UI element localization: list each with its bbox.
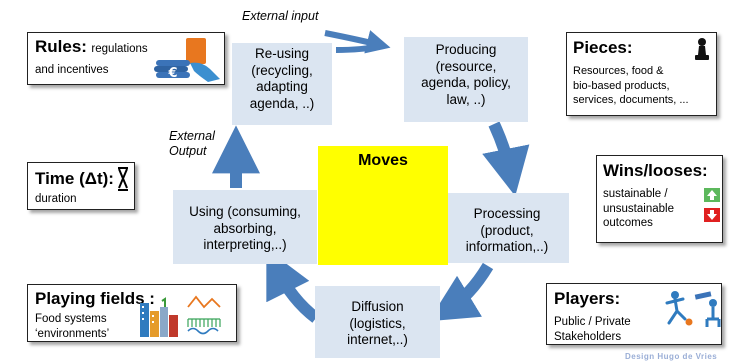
node-processing: Processing (product, information,..)	[445, 193, 569, 263]
players-body: Public / Private Stakeholders	[554, 316, 631, 343]
node-producing: Producing (resource, agenda, policy, law…	[404, 37, 528, 122]
euro-coin-stack-icon: €	[154, 60, 190, 81]
hourglass-icon	[118, 167, 128, 191]
arrow-reusing-to-producing	[335, 43, 382, 53]
playing-fields-body: Food systems ‘environments’	[35, 313, 110, 340]
pieces-body: Resources, food & bio-based products, se…	[573, 65, 689, 106]
arrow-down-icon	[704, 208, 720, 222]
node-producing-label: Producing (resource, agenda, policy, law…	[421, 42, 511, 107]
water-icon	[187, 327, 219, 335]
wins-card: Wins/looses: sustainable / unsustainable…	[596, 155, 723, 243]
node-reusing-label: Re-using (recycling, adapting agenda, ..…	[249, 46, 315, 111]
pieces-card: Pieces: Resources, food & bio-based prod…	[566, 32, 717, 116]
external-input-label: External input	[242, 9, 319, 23]
node-diffusion: Diffusion (logistics, internet,..)	[315, 286, 440, 358]
playing-fields-card: Playing fields : Food systems ‘environme…	[27, 284, 237, 342]
players-card: Players: Public / Private Stakeholders	[546, 283, 722, 345]
external-output-label: External Output	[169, 129, 215, 158]
players-title: Players:	[554, 289, 621, 308]
moves-label: Moves	[358, 152, 408, 169]
moves-box: Moves	[318, 146, 448, 265]
node-diffusion-label: Diffusion (logistics, internet,..)	[347, 299, 408, 347]
node-processing-label: Processing (product, information,..)	[465, 206, 549, 254]
pieces-title: Pieces:	[573, 38, 633, 57]
rules-body: and incentives	[35, 64, 109, 76]
rules-inline: regulations	[91, 43, 148, 55]
node-using-label: Using (consuming, absorbing, interpretin…	[189, 204, 301, 252]
playing-fields-title: Playing fields :	[35, 289, 155, 308]
player-telescope-icon	[694, 291, 721, 327]
rules-card: Rules: regulations and incentives €	[27, 32, 225, 85]
city-icon	[140, 297, 178, 337]
arrow-external-input	[324, 30, 391, 54]
arrow-processing-to-diffusion	[428, 262, 494, 322]
hand-icon	[186, 38, 220, 82]
node-reusing: Re-using (recycling, adapting agenda, ..…	[232, 43, 332, 125]
player-kicking-icon	[665, 291, 693, 326]
chess-pawn-icon	[695, 38, 709, 60]
wins-body: sustainable / unsustainable outcomes	[603, 188, 674, 229]
rules-title: Rules:	[35, 37, 87, 56]
field-icon	[187, 295, 221, 327]
svg-text:€: €	[167, 66, 177, 81]
node-using: Using (consuming, absorbing, interpretin…	[173, 190, 317, 264]
arrow-producing-to-processing	[482, 121, 530, 197]
arrow-diffusion-to-using	[266, 248, 320, 323]
time-body: duration	[35, 193, 77, 205]
wins-title: Wins/looses:	[603, 161, 708, 180]
time-card: Time (Δt): duration	[27, 162, 135, 210]
arrow-up-icon	[704, 188, 720, 202]
time-title: Time (Δt):	[35, 169, 114, 188]
design-credit: Design Hugo de Vries	[625, 352, 718, 361]
